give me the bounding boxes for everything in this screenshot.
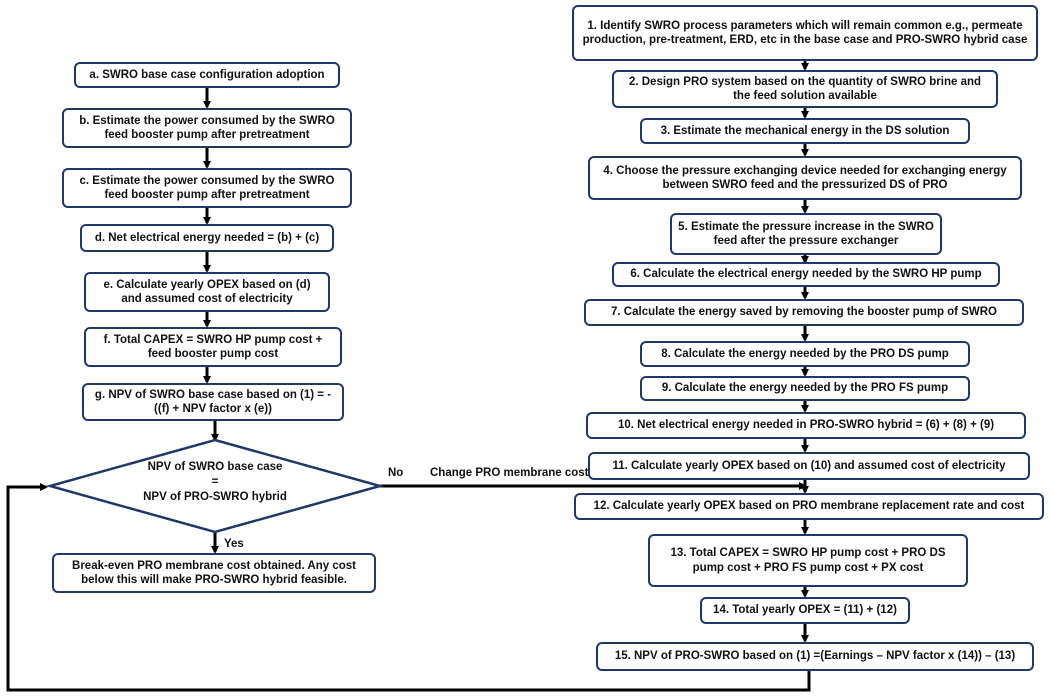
step-3-box: 3. Estimate the mechanical energy in the… bbox=[640, 118, 970, 144]
decision-text: NPV of SWRO base case = NPV of PRO-SWRO … bbox=[120, 460, 310, 505]
step-8-box: 8. Calculate the energy needed by the PR… bbox=[640, 341, 970, 367]
step-2-box: 2. Design PRO system based on the quanti… bbox=[612, 70, 998, 108]
step-g-box: g. NPV of SWRO base case based on (1) = … bbox=[82, 383, 344, 421]
step-9-box: 9. Calculate the energy needed by the PR… bbox=[640, 376, 970, 401]
step-4-box: 4. Choose the pressure exchanging device… bbox=[588, 156, 1022, 200]
decision-line-2: = bbox=[211, 475, 219, 488]
step-14-box: 14. Total yearly OPEX = (11) + (12) bbox=[700, 597, 910, 624]
step-a-box: a. SWRO base case configuration adoption bbox=[74, 62, 340, 88]
step-f-box: f. Total CAPEX = SWRO HP pump cost + fee… bbox=[84, 327, 342, 367]
arrow-feedback-loop bbox=[6, 483, 811, 692]
step-b-box: b. Estimate the power consumed by the SW… bbox=[62, 108, 352, 148]
step-11-box: 11. Calculate yearly OPEX based on (10) … bbox=[588, 452, 1030, 480]
step-c-box: c. Estimate the power consumed by the SW… bbox=[62, 168, 352, 208]
decision-diamond bbox=[45, 438, 385, 534]
no-label: No bbox=[388, 467, 404, 479]
decision-line-3: NPV of PRO-SWRO hybrid bbox=[143, 490, 287, 503]
result-box: Break-even PRO membrane cost obtained. A… bbox=[52, 553, 376, 593]
step-e-box: e. Calculate yearly OPEX based on (d) an… bbox=[84, 272, 330, 312]
step-7-box: 7. Calculate the energy saved by removin… bbox=[584, 299, 1024, 326]
change-membrane-cost-label: Change PRO membrane cost bbox=[430, 467, 589, 479]
step-d-box: d. Net electrical energy needed = (b) + … bbox=[80, 224, 334, 252]
step-12-box: 12. Calculate yearly OPEX based on PRO m… bbox=[574, 493, 1044, 520]
step-15-box: 15. NPV of PRO-SWRO based on (1) =(Earni… bbox=[596, 642, 1034, 671]
step-5-box: 5. Estimate the pressure increase in the… bbox=[670, 213, 942, 255]
step-10-box: 10. Net electrical energy needed in PRO-… bbox=[586, 412, 1026, 439]
step-1-box: 1. Identify SWRO process parameters whic… bbox=[572, 5, 1038, 61]
step-13-box: 13. Total CAPEX = SWRO HP pump cost + PR… bbox=[648, 534, 968, 587]
yes-label: Yes bbox=[224, 538, 244, 550]
step-6-box: 6. Calculate the electrical energy neede… bbox=[612, 262, 1000, 287]
decision-line-1: NPV of SWRO base case bbox=[147, 461, 283, 473]
